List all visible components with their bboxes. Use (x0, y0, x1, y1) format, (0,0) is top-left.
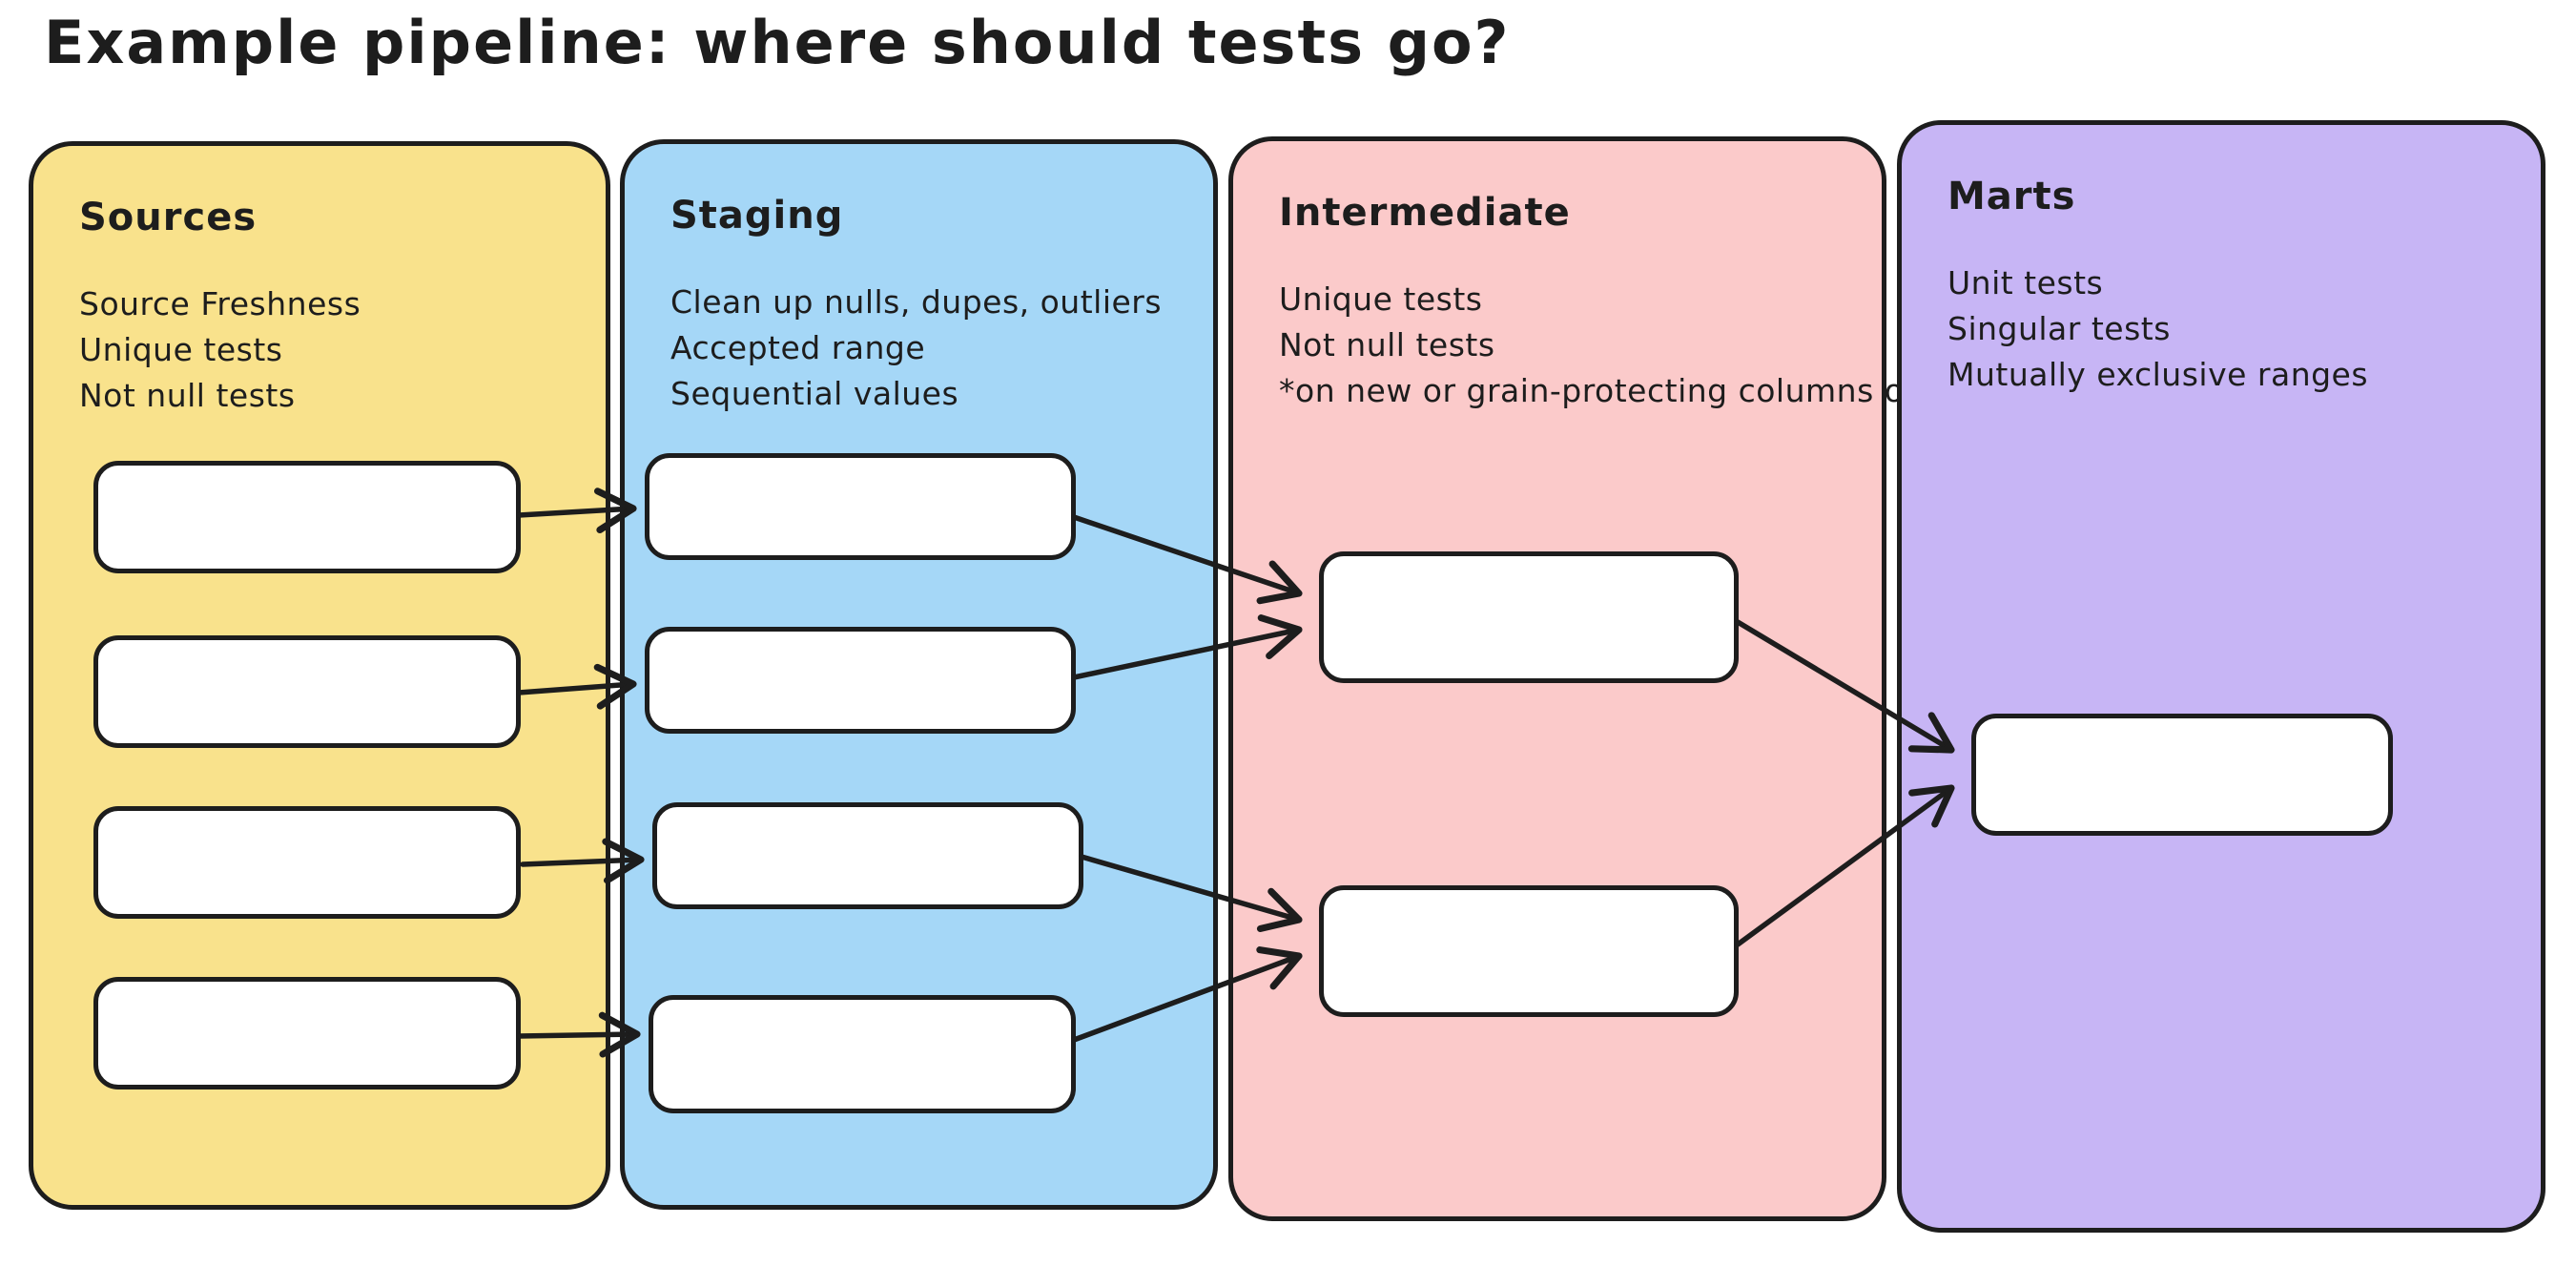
note-line: Unique tests (79, 331, 283, 368)
column-staging-notes: Clean up nulls, dupes, outliers Accepted… (670, 280, 1162, 417)
column-marts: Marts Unit tests Singular tests Mutually… (1897, 120, 2545, 1233)
page-title: Example pipeline: where should tests go? (44, 8, 1511, 77)
column-marts-notes: Unit tests Singular tests Mutually exclu… (1947, 260, 2368, 398)
intermediate-box-2 (1319, 885, 1739, 1017)
staging-box-4 (649, 995, 1076, 1113)
note-line: Not null tests (79, 377, 296, 414)
intermediate-box-1 (1319, 551, 1739, 683)
note-line: Source Freshness (79, 285, 361, 322)
note-line: Accepted range (670, 329, 926, 366)
note-line: Unit tests (1947, 264, 2104, 301)
note-line: Unique tests (1279, 280, 1483, 318)
sources-box-1 (93, 461, 521, 573)
column-sources-notes: Source Freshness Unique tests Not null t… (79, 281, 361, 419)
note-line: Mutually exclusive ranges (1947, 356, 2369, 393)
note-line: Not null tests (1279, 326, 1495, 363)
column-intermediate-title: Intermediate (1279, 191, 1571, 235)
column-staging-title: Staging (670, 194, 844, 238)
staging-box-1 (645, 453, 1076, 560)
column-intermediate-notes: Unique tests Not null tests *on new or g… (1279, 277, 1953, 414)
marts-box-1 (1971, 714, 2393, 836)
staging-box-3 (652, 802, 1083, 909)
sources-box-3 (93, 806, 521, 919)
column-sources-title: Sources (79, 196, 258, 239)
note-line: Sequential values (670, 375, 959, 412)
staging-box-2 (645, 627, 1076, 734)
note-line: Clean up nulls, dupes, outliers (670, 283, 1163, 321)
note-line: Singular tests (1947, 310, 2171, 347)
note-line: *on new or grain-protecting columns only (1279, 372, 1953, 409)
sources-box-4 (93, 977, 521, 1090)
column-marts-title: Marts (1947, 175, 2076, 218)
sources-box-2 (93, 635, 521, 748)
